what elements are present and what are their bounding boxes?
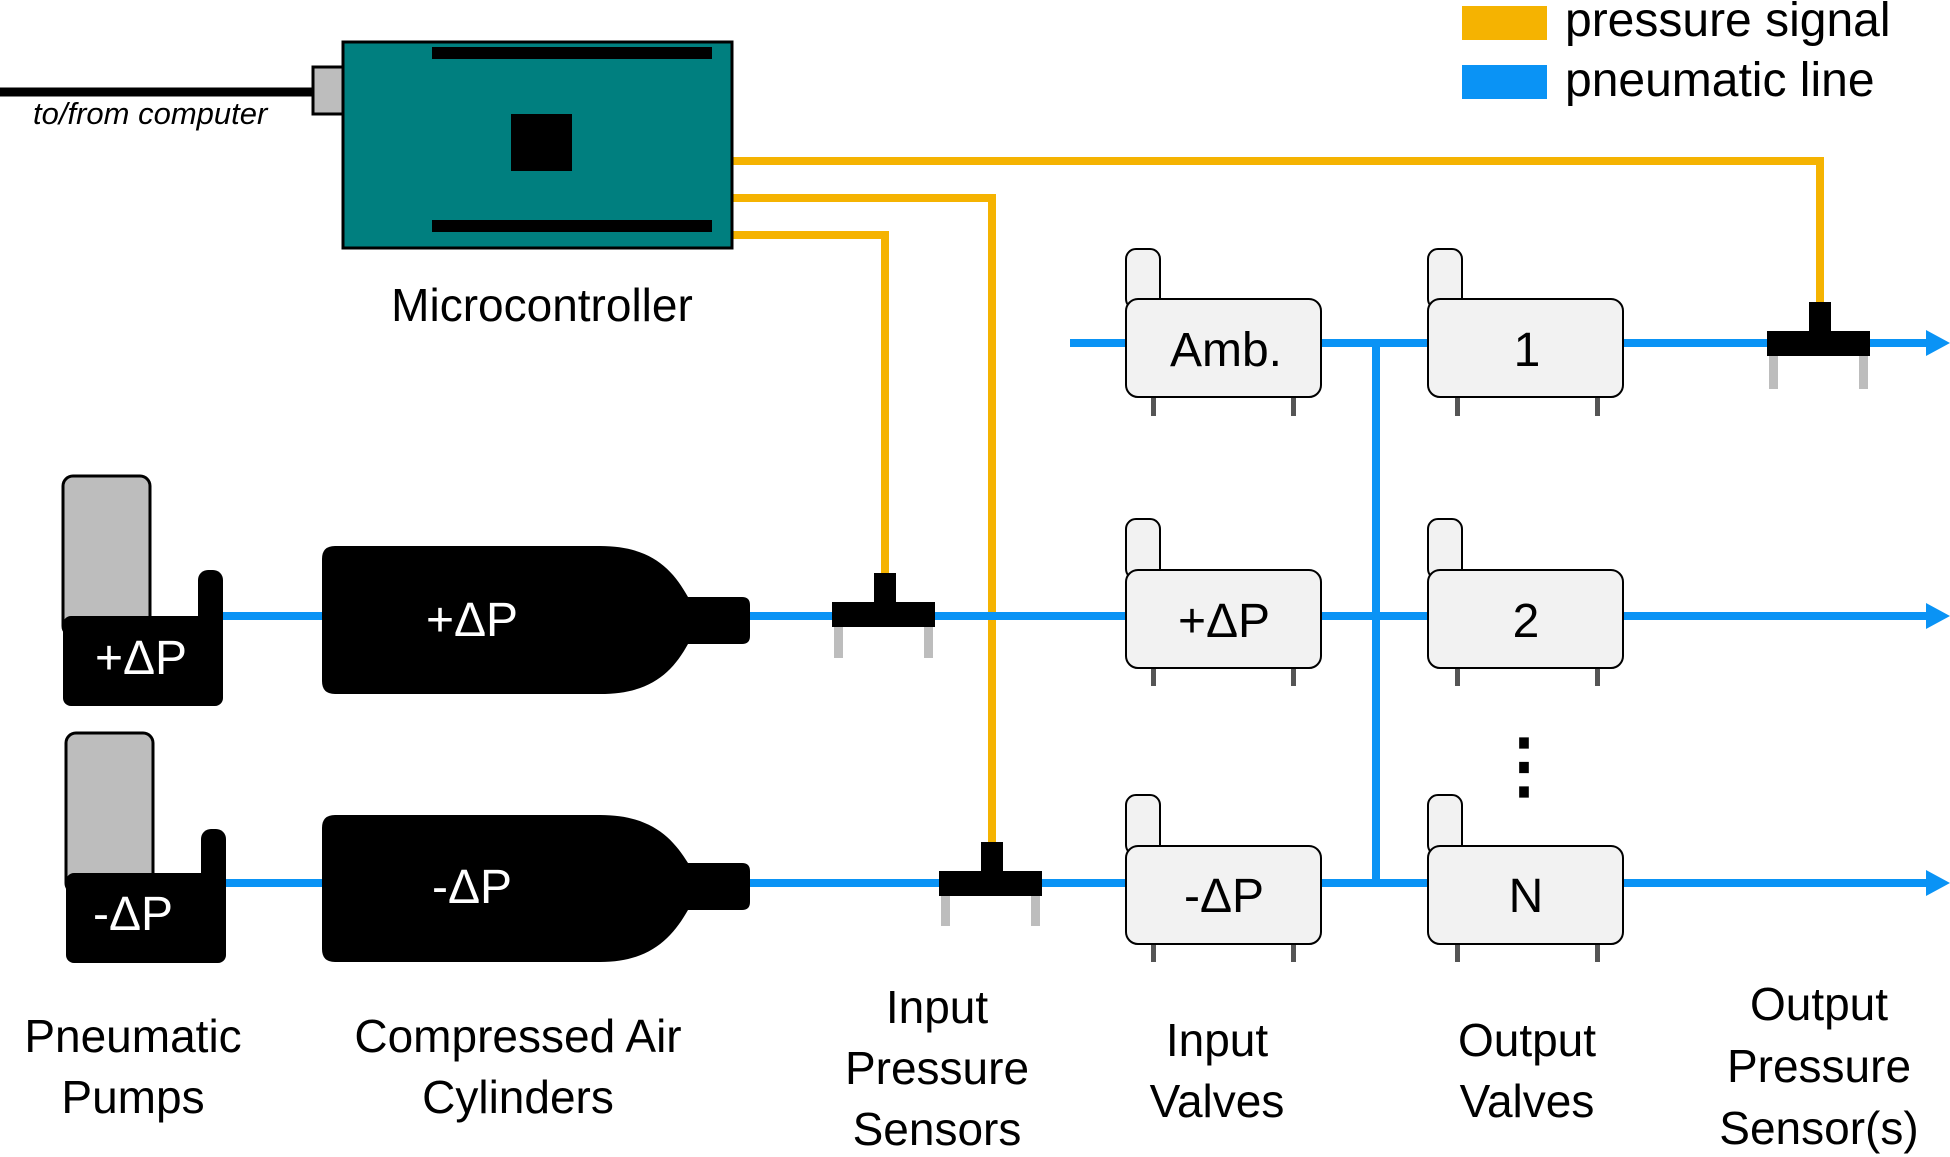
output-pressure-sensor <box>1767 302 1870 389</box>
input-valve-ambient-label: Amb. <box>1170 324 1282 377</box>
input-valve-positive: +ΔP <box>1125 518 1322 686</box>
sensor-legs <box>924 625 933 658</box>
legend-label-pneumatic-line: pneumatic line <box>1565 54 1875 107</box>
pump-positive-label: +ΔP <box>95 632 187 685</box>
processor-chip <box>511 114 572 171</box>
valve-pin <box>1595 940 1600 962</box>
sensor-legs <box>1859 351 1868 389</box>
outlet-arrow-1 <box>1926 330 1950 356</box>
legend-label-pressure-signal: pressure signal <box>1565 0 1891 47</box>
output-valve-1: 1 <box>1427 248 1624 416</box>
cylinder-positive: +ΔP <box>322 546 750 694</box>
valve-body <box>1125 298 1322 398</box>
output-valve-n-label: N <box>1509 870 1544 923</box>
valve-pin <box>1595 664 1600 686</box>
sensor-legs <box>941 893 950 926</box>
input-valve-ambient: Amb. <box>1125 248 1322 416</box>
valve-pin <box>1151 940 1156 962</box>
sensor-body <box>939 871 1042 896</box>
cylinder-positive-label: +ΔP <box>426 594 518 647</box>
column-label-input-valves-line2: Valves <box>1150 1075 1285 1127</box>
cylinder-negative-body <box>322 815 750 962</box>
cylinder-negative-label: -ΔP <box>432 861 512 914</box>
sensor-body <box>1767 331 1870 356</box>
pump-negative-motor <box>64 731 155 895</box>
column-label-cylinders-line2: Cylinders <box>422 1071 614 1123</box>
valve-pin <box>1291 394 1296 416</box>
computer-link: to/from computer <box>0 65 368 131</box>
cylinder-negative: -ΔP <box>322 815 750 962</box>
input-valve-positive-label: +ΔP <box>1178 595 1270 648</box>
valve-body <box>1125 845 1322 945</box>
sensor-body <box>832 602 935 627</box>
outlet-arrow-n <box>1926 870 1950 896</box>
column-label-output-sensors-line2: Pressure <box>1727 1040 1911 1092</box>
sensor-stem <box>1809 302 1831 334</box>
microcontroller-label: Microcontroller <box>391 279 693 331</box>
valve-pin <box>1151 394 1156 416</box>
column-label-pumps-line2: Pumps <box>61 1071 204 1123</box>
header-pins-bottom <box>432 220 712 232</box>
output-valve-n: N <box>1427 794 1624 962</box>
valve-pin <box>1455 394 1460 416</box>
input-pressure-sensor-positive <box>832 573 935 658</box>
column-label-input-sensors-line1: Input <box>886 981 989 1033</box>
cylinder-positive-body <box>322 546 750 694</box>
column-label-input-sensors-line3: Sensors <box>853 1103 1022 1155</box>
sensor-legs <box>834 625 843 658</box>
column-label-output-sensors-line3: Sensor(s) <box>1719 1102 1918 1154</box>
column-label-cylinders-line1: Compressed Air <box>354 1010 681 1062</box>
pressure-signal-lines <box>732 157 1824 848</box>
valve-pin <box>1455 664 1460 686</box>
computer-link-label: to/from computer <box>33 96 269 131</box>
input-valve-negative-label: -ΔP <box>1184 870 1264 923</box>
column-label-output-valves-line2: Valves <box>1460 1075 1595 1127</box>
legend-swatch-pneumatic-line <box>1462 65 1547 99</box>
signal-line-positive-input-sensor <box>732 231 889 576</box>
input-pressure-sensor-negative <box>939 842 1042 926</box>
valve-pin <box>1291 940 1296 962</box>
sensor-legs <box>1031 893 1040 926</box>
valve-pin <box>1151 664 1156 686</box>
sensor-stem <box>981 842 1003 874</box>
valve-body <box>1427 298 1624 398</box>
valve-pin <box>1455 940 1460 962</box>
signal-line-output-sensor <box>732 157 1824 306</box>
signal-line-negative-input-sensor <box>732 194 996 848</box>
pump-negative: -ΔP <box>64 731 226 963</box>
output-valve-2-label: 2 <box>1513 595 1540 648</box>
pneumatic-outlets <box>1926 330 1950 896</box>
column-label-input-sensors-line2: Pressure <box>845 1042 1029 1094</box>
pump-positive-body <box>63 616 223 706</box>
pump-negative-label: -ΔP <box>93 888 173 941</box>
header-pins-top <box>432 47 712 59</box>
valve-body <box>1427 569 1624 669</box>
output-valve-1-label: 1 <box>1514 324 1541 377</box>
pump-positive-motor <box>61 474 152 638</box>
column-label-input-valves-line1: Input <box>1166 1014 1269 1066</box>
pump-positive: +ΔP <box>61 474 223 706</box>
legend: pressure signal pneumatic line <box>1462 0 1891 107</box>
column-labels: Pneumatic Pumps Compressed Air Cylinders… <box>24 978 1918 1155</box>
output-valve-2: 2 <box>1427 518 1624 686</box>
valve-body <box>1427 845 1624 945</box>
valve-pin <box>1291 664 1296 686</box>
column-label-pumps-line1: Pneumatic <box>24 1010 241 1062</box>
sensor-legs <box>1769 351 1778 389</box>
valve-pin <box>1595 394 1600 416</box>
valve-body <box>1125 569 1322 669</box>
sensor-stem <box>874 573 896 605</box>
column-label-output-valves-line1: Output <box>1458 1014 1596 1066</box>
outlet-arrow-2 <box>1926 603 1950 629</box>
input-valve-negative: -ΔP <box>1125 794 1322 962</box>
pump-negative-body <box>66 873 226 963</box>
output-valves-ellipsis: ⋮ <box>1488 726 1560 806</box>
column-label-output-sensors-line1: Output <box>1750 978 1888 1030</box>
microcontroller: Microcontroller <box>341 40 734 331</box>
legend-swatch-pressure-signal <box>1462 6 1547 40</box>
